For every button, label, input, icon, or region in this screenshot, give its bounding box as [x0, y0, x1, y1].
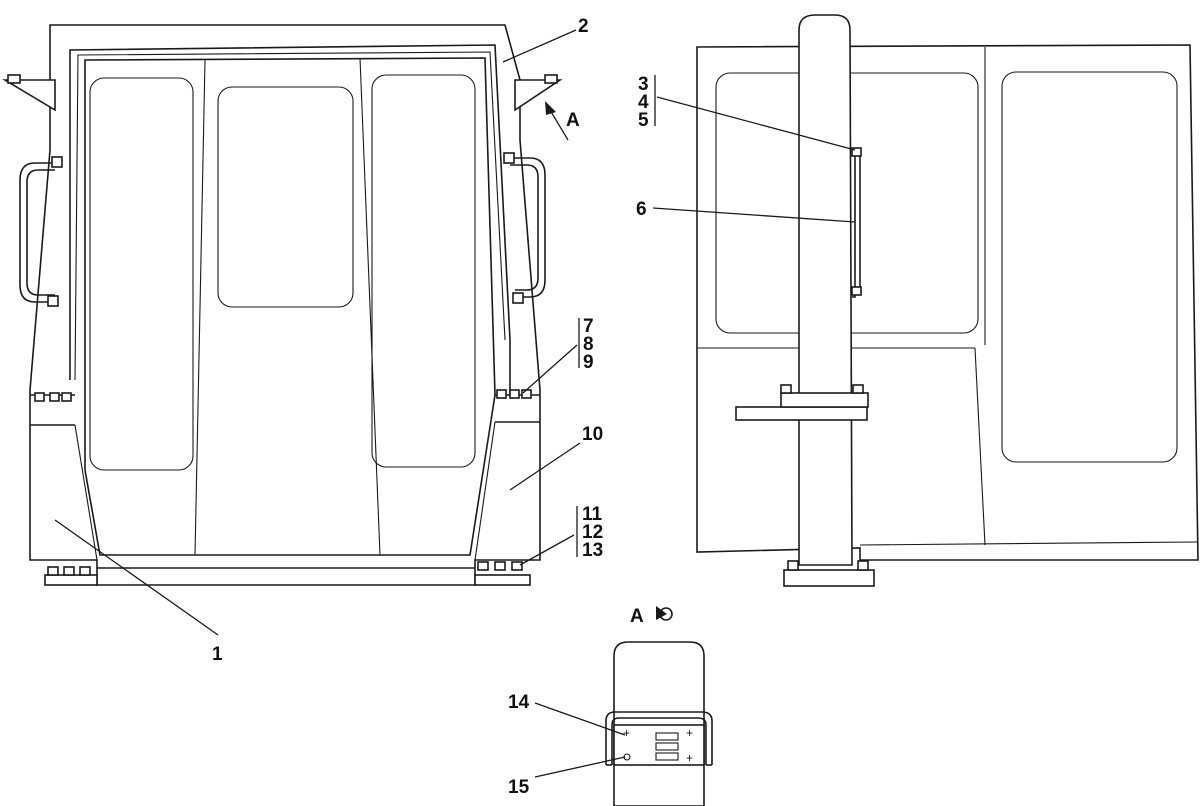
left-grab-handle — [19, 162, 55, 303]
callout-8: 8 — [583, 334, 594, 355]
callout-5: 5 — [638, 110, 649, 131]
callout-10: 10 — [582, 424, 603, 445]
cab-front-view — [2, 24, 563, 586]
svg-text:+: + — [686, 751, 693, 765]
callout-6: 6 — [636, 199, 647, 220]
callout-9: 9 — [583, 352, 594, 373]
callout-1: 1 — [212, 644, 223, 665]
cab-side-view — [696, 14, 1199, 587]
svg-text:+: + — [623, 726, 630, 740]
callout-11: 11 — [582, 504, 603, 525]
right-window — [371, 74, 476, 468]
side-panel-outline — [696, 44, 1199, 561]
left-window — [89, 77, 194, 471]
view-direction-icon — [656, 606, 673, 621]
pillar — [798, 14, 853, 566]
view-a-arrow: A — [545, 101, 580, 141]
view-a-arrow-label: A — [566, 110, 580, 131]
right-bracket-tab — [544, 74, 558, 84]
detail-view-label: A — [630, 606, 644, 627]
callout-13: 13 — [582, 540, 603, 561]
center-window — [217, 86, 354, 308]
callout-7: 7 — [583, 316, 594, 337]
callout-4: 4 — [638, 92, 649, 113]
side-window-rear — [1001, 71, 1178, 463]
left-roof-bracket — [2, 79, 56, 112]
door-frame-inner — [74, 51, 506, 381]
callout-15: 15 — [508, 777, 530, 798]
door-frame-outline — [69, 44, 511, 395]
right-roof-bracket — [514, 79, 563, 112]
detail-view-a: A + + + — [605, 606, 713, 806]
callout-3: 3 — [638, 74, 649, 95]
svg-text:+: + — [686, 726, 693, 740]
callout-2: 2 — [578, 16, 589, 37]
right-grab-handle — [510, 157, 546, 298]
callout-14: 14 — [508, 692, 530, 713]
left-bracket-tab — [7, 74, 21, 84]
callout-12: 12 — [582, 522, 603, 543]
detail-post — [613, 641, 705, 806]
